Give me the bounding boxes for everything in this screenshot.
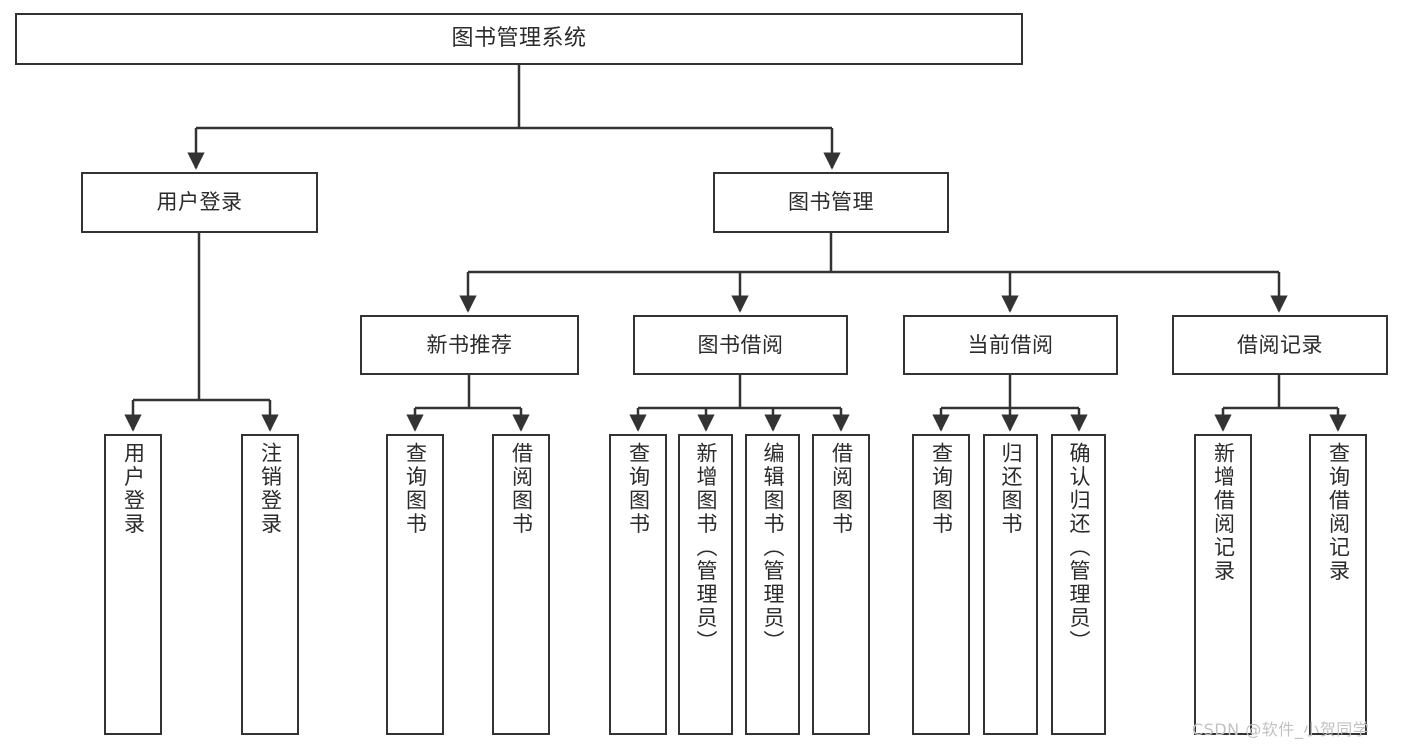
node-root-system[interactable]: 图书管理系统 <box>15 13 1023 65</box>
node-book-borrow[interactable]: 图书借阅 <box>633 315 848 375</box>
leaf-query-book-borrow[interactable]: 查询图书 <box>609 434 667 735</box>
node-label: 用户登录 <box>156 190 243 215</box>
leaf-add-borrow-record[interactable]: 新增借阅记录 <box>1194 434 1252 735</box>
leaf-query-book-recommend[interactable]: 查询图书 <box>386 434 444 735</box>
node-user-login[interactable]: 用户登录 <box>81 172 318 233</box>
node-label: 新书推荐 <box>426 332 513 357</box>
node-label: 新增借阅记录 <box>1211 442 1236 583</box>
node-label: 用户登录 <box>121 442 146 536</box>
node-borrow-records[interactable]: 借阅记录 <box>1172 315 1388 375</box>
leaf-borrow-book-recommend[interactable]: 借阅图书 <box>492 434 550 735</box>
node-label: 借阅记录 <box>1237 332 1323 357</box>
leaf-query-book-current[interactable]: 查询图书 <box>912 434 970 735</box>
node-current-borrow[interactable]: 当前借阅 <box>903 315 1118 375</box>
leaf-add-book-admin[interactable]: 新增图书（管理员） <box>678 434 733 735</box>
leaf-borrow-book[interactable]: 借阅图书 <box>812 434 870 735</box>
leaf-user-logout[interactable]: 注销登录 <box>241 434 299 735</box>
node-label: 归还图书 <box>999 442 1023 536</box>
leaf-edit-book-admin[interactable]: 编辑图书（管理员） <box>745 434 800 735</box>
node-label: 图书管理系统 <box>451 26 587 52</box>
node-label: 注销登录 <box>258 442 283 536</box>
node-label: 图书管理 <box>788 190 874 215</box>
node-label: 借阅图书 <box>829 442 854 536</box>
leaf-query-borrow-record[interactable]: 查询借阅记录 <box>1309 434 1367 735</box>
node-book-management[interactable]: 图书管理 <box>713 172 949 233</box>
node-label: 查询借阅记录 <box>1326 442 1351 583</box>
node-label: 编辑图书（管理员） <box>761 442 785 654</box>
leaf-user-login[interactable]: 用户登录 <box>104 434 162 735</box>
node-new-book-recommend[interactable]: 新书推荐 <box>360 315 579 375</box>
node-label: 图书借阅 <box>697 332 784 357</box>
node-label: 新增图书（管理员） <box>694 442 718 654</box>
leaf-confirm-return-admin[interactable]: 确认归还（管理员） <box>1051 434 1106 735</box>
node-label: 查询图书 <box>403 442 428 536</box>
leaf-return-book[interactable]: 归还图书 <box>983 434 1038 735</box>
csdn-watermark: CSDN @软件_小贺同学 <box>1192 720 1370 739</box>
node-label: 查询图书 <box>929 442 954 536</box>
node-label: 确认归还（管理员） <box>1067 442 1091 654</box>
node-label: 查询图书 <box>626 442 651 536</box>
node-label: 当前借阅 <box>967 332 1054 357</box>
node-label: 借阅图书 <box>509 442 534 536</box>
